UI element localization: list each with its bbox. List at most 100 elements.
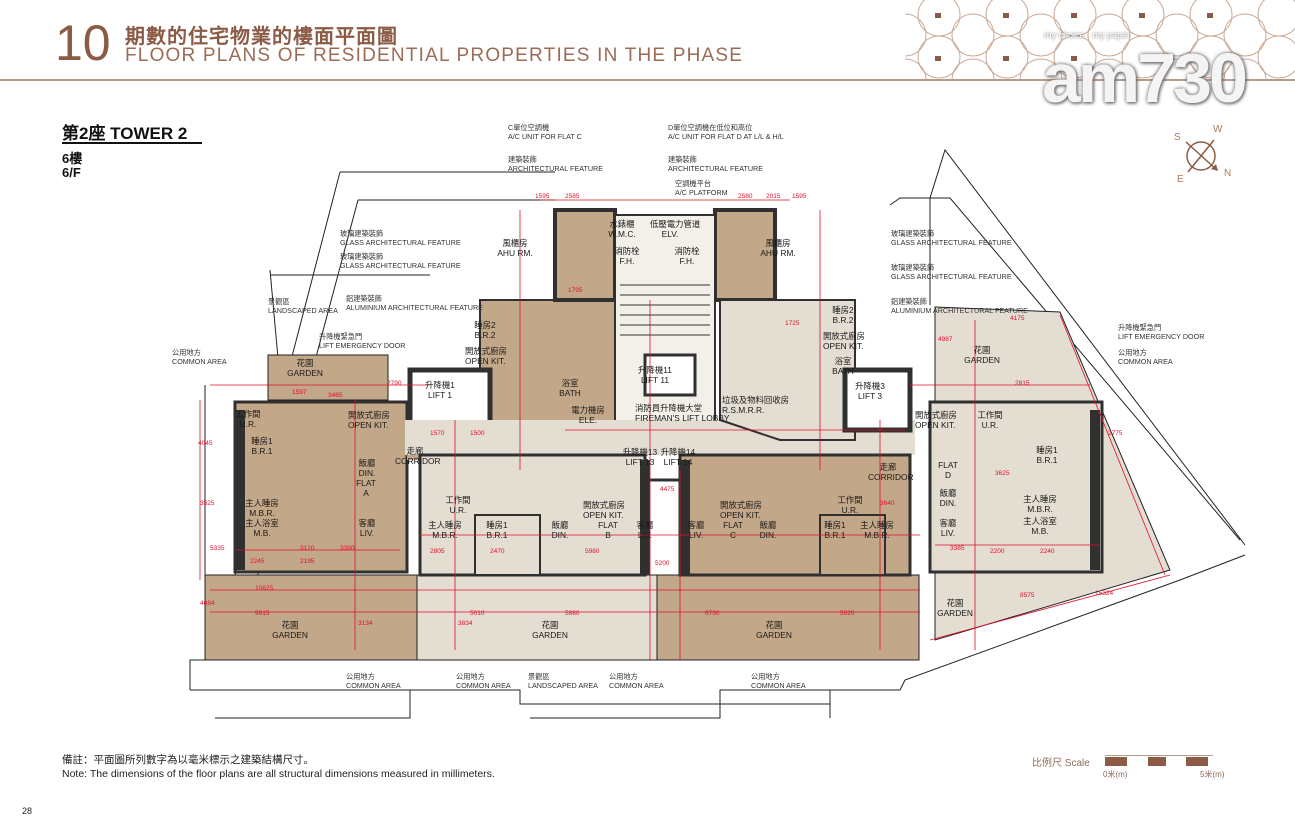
room-name-zh: 睡房1 [1036, 445, 1058, 455]
dimension-label: 3834 [458, 620, 472, 628]
floor-label-zh: 6樓 [62, 151, 83, 166]
scale-bar [1105, 755, 1213, 766]
callout-en: ALUMINIUM ARCHITECTURAL FEATURE [891, 305, 1028, 315]
compass-s: S [1174, 132, 1181, 143]
room-name-zh: 垃圾及物料回收房 [722, 395, 789, 405]
callout-zh: 空調機平台 [675, 179, 711, 188]
dimension-value: 15324 [1095, 590, 1114, 597]
room-name-en: B.R.2 [474, 330, 496, 340]
room-name-en: U.R. [239, 419, 257, 429]
dimension-label: 2790 [387, 380, 401, 388]
room-name-zh: 升降機11 [638, 365, 672, 375]
dimension-label: 4175 [1010, 315, 1024, 323]
floor-label-en: 6/F [62, 165, 81, 180]
room-name-en: CORRIDOR [395, 456, 441, 466]
dimension-value: 3134 [358, 620, 373, 627]
room-name-zh: 浴室 [834, 356, 852, 366]
room-name-en: D [944, 470, 952, 480]
dimension-value: 1500 [470, 430, 485, 437]
callout-zh: 公用地方 [172, 348, 201, 357]
dimension-label: 3134 [358, 620, 372, 628]
dimension-label: 4045 [198, 440, 212, 448]
watermark-tagline: my choice · my paper [1044, 30, 1131, 40]
page-title-zh: 期數的住宅物業的樓面平面圖 [125, 24, 398, 48]
dimension-label: 9915 [255, 610, 269, 618]
room-name-zh: 花園 [281, 620, 299, 630]
dimension-label: 3385 [950, 545, 964, 553]
callout-en: ARCHITECTURAL FEATURE [508, 163, 604, 173]
dimension-label: 1595 [535, 193, 549, 201]
dimension-label: 1597 [292, 389, 306, 397]
room-name-zh: 消防員升降機大堂 [635, 403, 702, 413]
room-name-en: AHU RM. [497, 248, 533, 258]
room-name-en: GARDEN [964, 355, 1000, 365]
room-name-en: CORRIDOR [868, 472, 914, 482]
room-name-en: LIV. [940, 528, 956, 538]
room-name-en: OPEN KIT. [583, 510, 624, 520]
room-name-zh: 花園 [541, 620, 559, 630]
dimension-value: 2580 [738, 193, 753, 200]
callout-en: GLASS ARCHITECTURAL FEATURE [340, 237, 461, 247]
dimension-value: 5020 [840, 610, 855, 617]
room-name-en: M.B.R. [864, 530, 890, 540]
room-name-en: A [363, 488, 369, 498]
dimension-value: 3465 [328, 392, 343, 399]
dimension-value: 2195 [300, 558, 315, 565]
callout-zh: 公用地方 [751, 672, 780, 681]
dimension-value: 2200 [990, 548, 1005, 555]
dimension-label: 15324 [1095, 590, 1113, 598]
room-name-zh: 主人睡房 [245, 498, 279, 508]
room-name-zh: 主人睡房 [428, 520, 462, 530]
header-divider [0, 79, 1295, 81]
room-name-en: U.R. [981, 420, 999, 430]
callout-en: A/C UNIT FOR FLAT C [508, 131, 582, 141]
room-name-en: ELV. [661, 229, 679, 239]
dimension-label: 5200 [655, 560, 669, 568]
dimension-value: 2245 [250, 558, 265, 565]
dimension-value: 3834 [458, 620, 473, 627]
room-name-zh: FLAT [938, 460, 958, 470]
room-name-en: LIV. [359, 528, 375, 538]
room-name-en: AHU RM. [760, 248, 796, 258]
callout-en: COMMON AREA [346, 680, 401, 690]
tower-title: 第2座 TOWER 2 [62, 124, 188, 143]
room-name-en: B [605, 530, 611, 540]
dimension-label: 3465 [328, 392, 342, 400]
dimension-label: 2015 [766, 193, 780, 201]
room-name-zh: FLAT [598, 520, 618, 530]
room-name-en: BATH [559, 388, 581, 398]
dimension-value: 2585 [565, 193, 580, 200]
callout-en: COMMON AREA [609, 680, 664, 690]
dimension-label: 4987 [938, 336, 952, 344]
dimension-value: 2790 [387, 380, 402, 387]
room-name-en: OPEN KIT. [720, 510, 761, 520]
dimension-label: 5980 [585, 548, 599, 556]
dimension-label: 2195 [300, 558, 314, 566]
dimension-label: 1595 [792, 193, 806, 201]
callout-zh: 景觀區 [528, 672, 550, 681]
compass-w: W [1213, 124, 1223, 135]
dimension-label: 1570 [430, 430, 444, 438]
note-zh: 備註：平面圖所列數字為以毫米標示之建築結構尺寸。 [62, 754, 314, 766]
dimension-value: 1597 [292, 389, 307, 396]
dimension-value: 10625 [255, 585, 274, 592]
dimension-value: 6730 [705, 610, 720, 617]
